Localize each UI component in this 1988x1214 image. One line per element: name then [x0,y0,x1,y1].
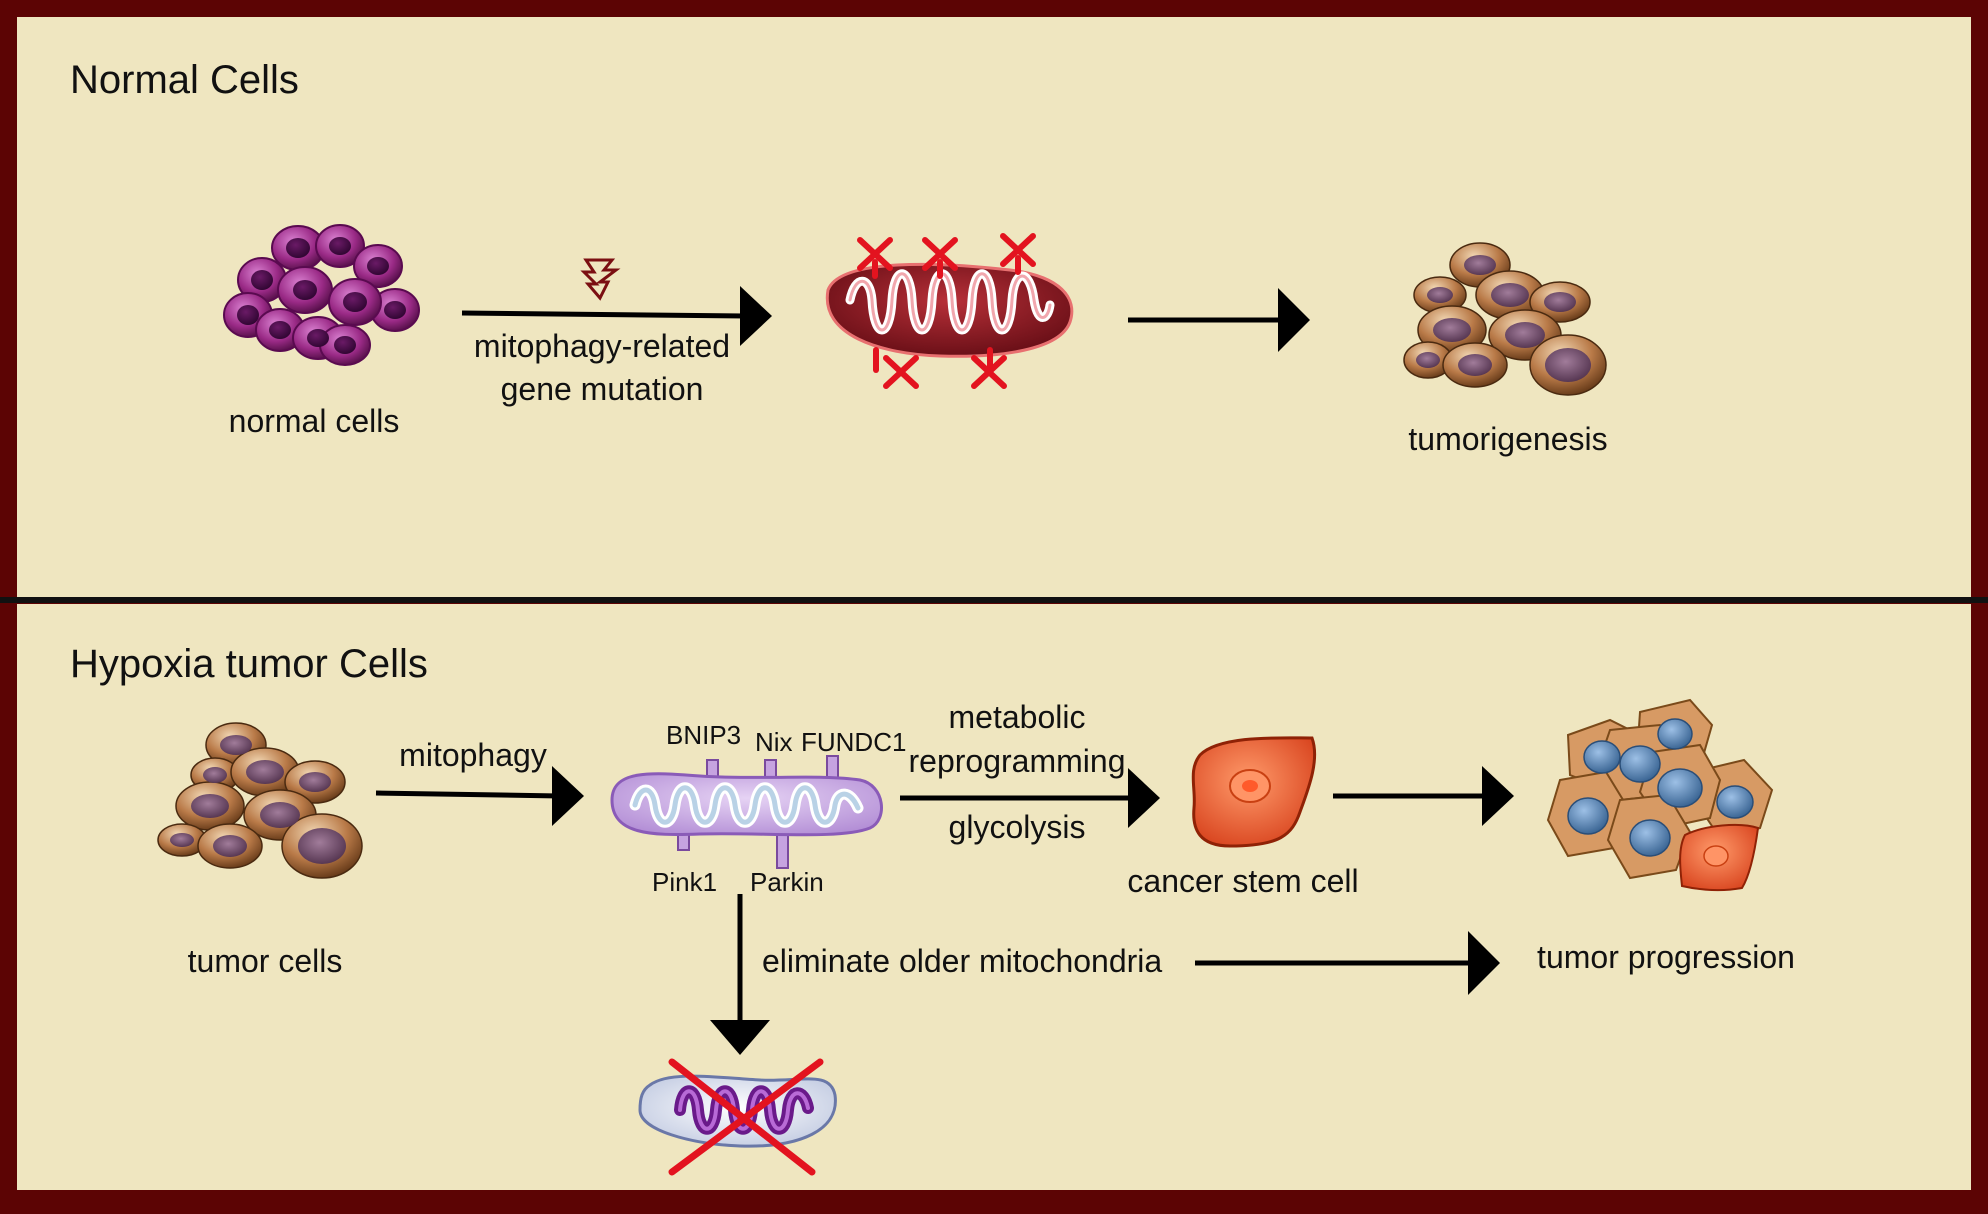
damaged-mitochondrion-icon [825,233,1074,389]
glycolysis-label: glycolysis [948,809,1086,845]
normal-cell-cluster-icon [223,224,420,366]
mutation-symbol-icon [580,258,621,301]
nix-label: Nix [755,727,793,757]
tumor-cell-cluster-icon [157,722,363,879]
mutation-label-line2: gene mutation [500,371,704,407]
fundc1-label: FUNDC1 [801,727,907,757]
arrow-to-tumorigenesis [1128,288,1310,352]
parkin-label: Parkin [750,867,824,897]
tumor-cells-label: tumor cells [187,943,343,979]
mitophagy-label: mitophagy [399,737,547,773]
tumorigenesis-label: tumorigenesis [1408,421,1608,457]
arrow-mitophagy [375,766,584,826]
tumor-cell-cluster-icon [1403,242,1607,396]
tumor-progression-label: tumor progression [1537,939,1795,975]
arrow-to-tumor-progression [1195,931,1500,995]
bnip3-label: BNIP3 [666,720,742,750]
top-panel-title: Normal Cells [70,58,299,102]
metabolic-label: metabolic [948,699,1086,735]
mitochondrion-receptors-icon [610,755,883,869]
mutation-label-line1: mitophagy-related [473,328,731,364]
bottom-panel-title: Hypoxia tumor Cells [70,642,428,686]
eliminated-mitochondrion-icon [638,1058,837,1176]
cancer-stem-cell-label: cancer stem cell [1127,863,1359,899]
tumor-mass-icon [1546,698,1774,892]
arrow-mutation [461,286,772,346]
bottom-panel [17,604,1971,1190]
arrow-eliminate-down [710,894,770,1055]
arrow-to-tumor-mass [1333,766,1514,826]
cancer-stem-cell-icon [1191,736,1317,848]
arrow-metabolic-reprogramming [900,768,1160,828]
eliminate-label: eliminate older mitochondria [762,943,1163,979]
reprogramming-label: reprogramming [908,743,1126,779]
pink1-label: Pink1 [652,867,718,897]
normal-cells-label: normal cells [228,403,400,439]
